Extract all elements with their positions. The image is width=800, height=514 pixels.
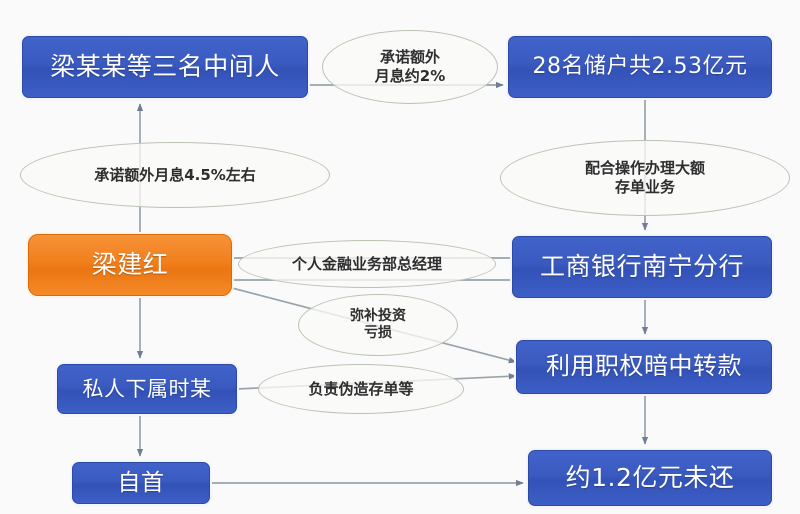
node-transfer[interactable]: 利用职权暗中转款 bbox=[516, 340, 772, 394]
edge-label-promise2: 承诺额外 月息约2% bbox=[322, 30, 498, 104]
edge-label-cover_loss: 弥补投资 亏损 bbox=[298, 294, 458, 356]
node-icbc[interactable]: 工商银行南宁分行 bbox=[512, 236, 772, 298]
edge-label-cooperate: 配合操作办理大额 存单业务 bbox=[500, 140, 790, 216]
edge-label-promise45: 承诺额外月息4.5%左右 bbox=[20, 142, 330, 208]
node-unpaid[interactable]: 约1.2亿元未还 bbox=[528, 450, 772, 506]
node-subordinate[interactable]: 私人下属时某 bbox=[57, 364, 237, 414]
node-middlemen[interactable]: 梁某某等三名中间人 bbox=[22, 36, 308, 98]
edge-label-forge: 负责伪造存单等 bbox=[258, 364, 464, 414]
node-surrender[interactable]: 自首 bbox=[72, 462, 210, 504]
node-liangjianhong[interactable]: 梁建红 bbox=[28, 234, 232, 296]
node-depositors[interactable]: 28名储户共2.53亿元 bbox=[508, 36, 772, 98]
edge-label-manager: 个人金融业务部总经理 bbox=[238, 240, 496, 288]
